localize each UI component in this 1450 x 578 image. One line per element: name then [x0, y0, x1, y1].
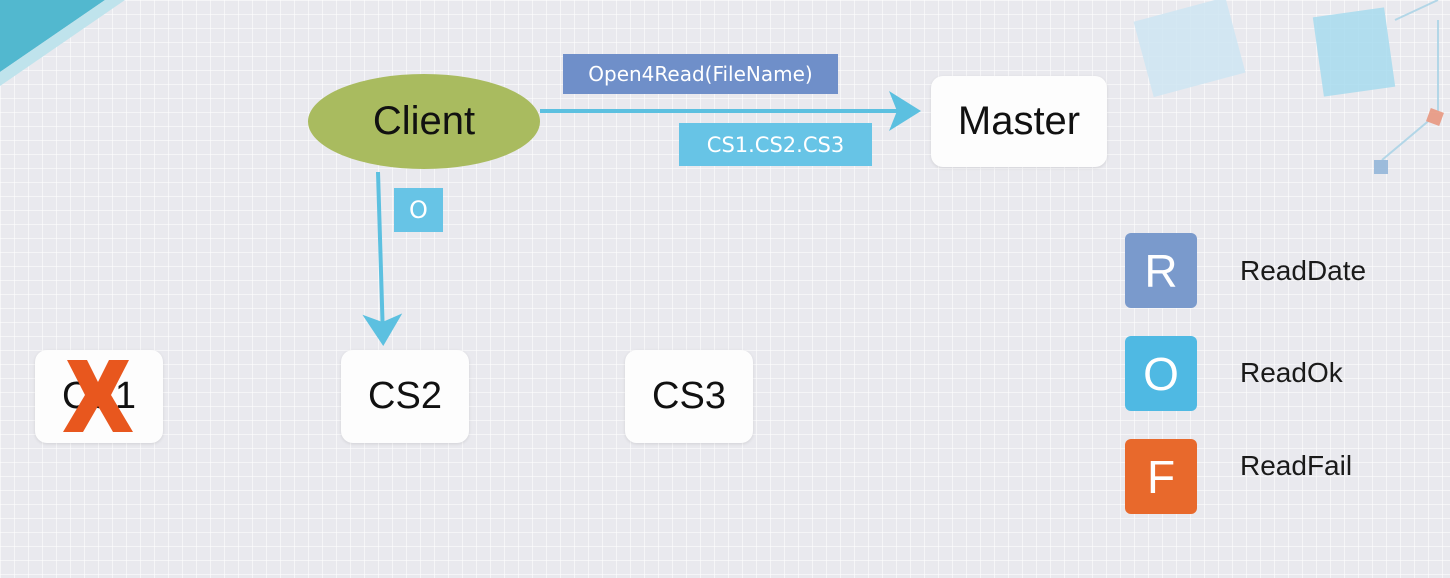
open-request-label: Open4Read(FileName) [563, 54, 838, 94]
chunkserver-cs2-node: CS2 [341, 350, 469, 443]
failed-x-icon [57, 354, 139, 436]
client-node: Client [308, 74, 540, 169]
geometric-decoration [1133, 0, 1444, 174]
legend-read-ok-label: ReadOk [1240, 357, 1343, 388]
legend-read-date-label: ReadDate [1240, 255, 1367, 286]
client-to-cs2-arrow [362, 171, 403, 346]
corner-decoration [0, 0, 125, 86]
legend-read-fail-icon: F [1125, 439, 1197, 514]
legend-read-fail-label: ReadFail [1240, 450, 1353, 481]
legend-read-date-icon: R [1125, 233, 1197, 308]
legend-read-ok-icon: O [1125, 336, 1197, 411]
chunkserver-list-label: CS1.CS2.CS3 [679, 123, 872, 166]
read-ok-label: O [394, 188, 443, 232]
master-node: Master [931, 76, 1107, 167]
chunkserver-cs3-node: CS3 [625, 350, 753, 443]
